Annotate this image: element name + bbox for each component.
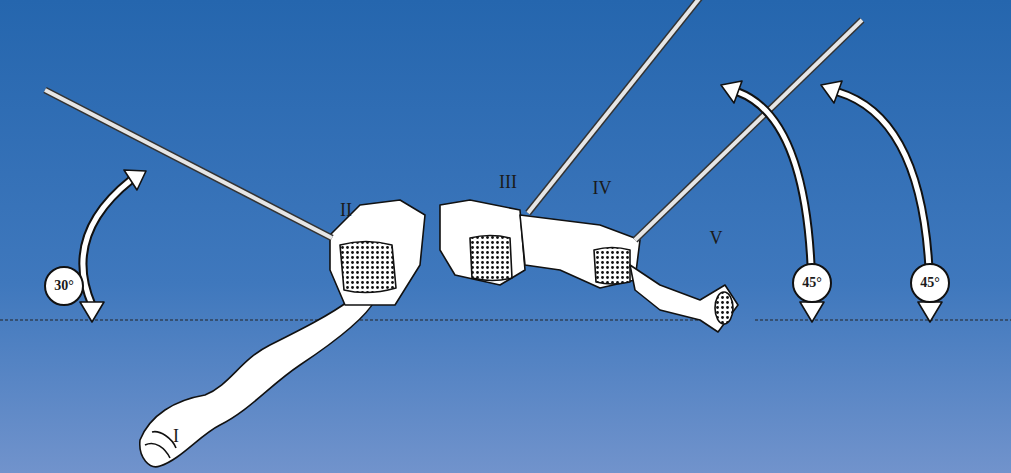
guide-pins (45, 0, 862, 240)
angle-label: 45° (910, 263, 950, 303)
bone-number: I (173, 426, 179, 447)
bone-number: II (340, 200, 352, 221)
angle-label: 45° (792, 263, 832, 303)
bone-number: V (710, 228, 723, 249)
bone-number: IV (593, 178, 612, 199)
reference-line (0, 319, 1011, 320)
angle-arrows (83, 92, 930, 305)
angle-label: 30° (44, 266, 84, 306)
bone-number: III (499, 172, 517, 193)
arrowheads (80, 81, 942, 322)
metatarsals (140, 200, 738, 467)
